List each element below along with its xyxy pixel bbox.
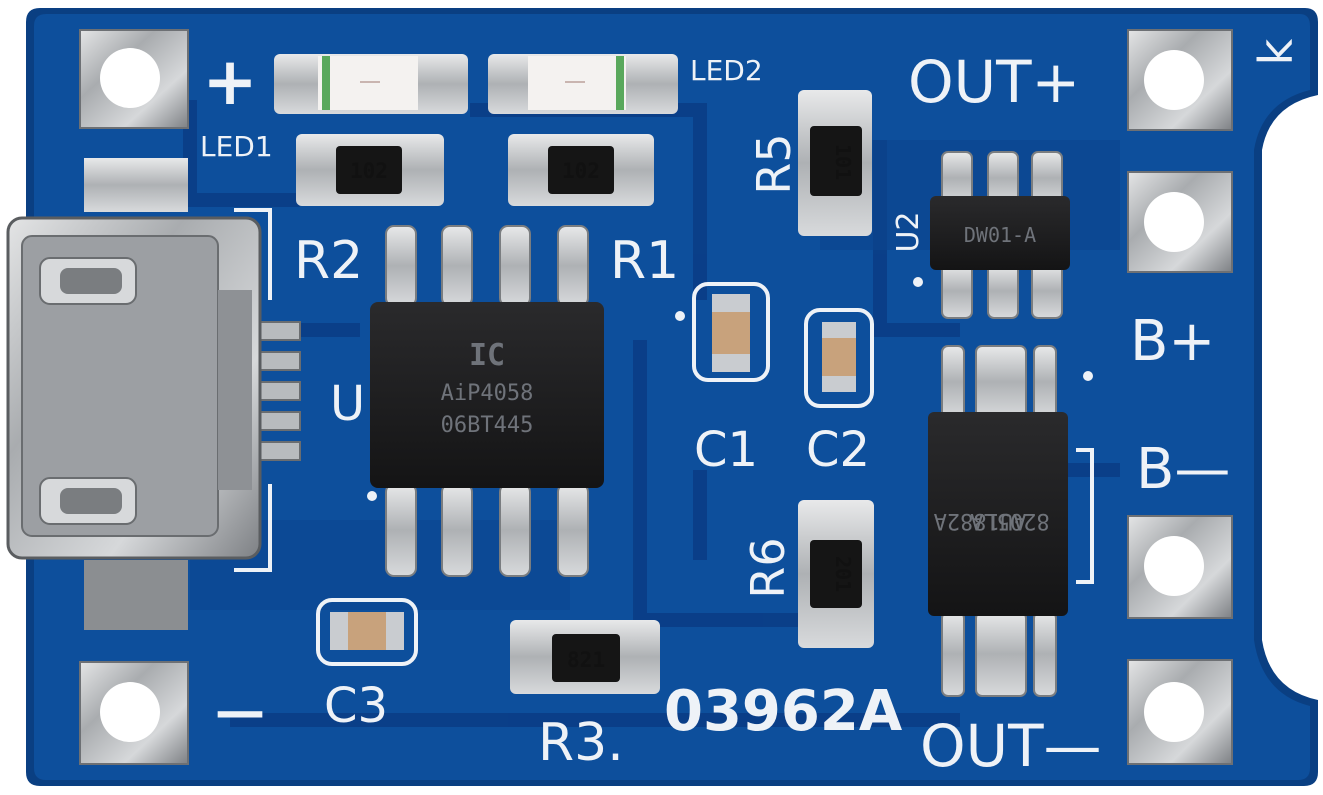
pad-out-minus xyxy=(1127,659,1233,765)
label-led1: LED1 xyxy=(200,130,273,163)
label-out-plus: OUT+ xyxy=(908,48,1080,116)
resistor-r6: 201 xyxy=(798,500,874,648)
pad-minus xyxy=(79,661,189,765)
silk-dots xyxy=(367,277,1093,501)
resistor-r2: 102 xyxy=(296,134,444,206)
r5-code: 101 xyxy=(831,144,855,180)
r1-code: 102 xyxy=(562,159,600,183)
led1-component xyxy=(274,54,468,114)
pad-plus xyxy=(79,29,189,129)
label-led2: LED2 xyxy=(690,54,763,87)
label-r6: R6 xyxy=(741,537,795,598)
capacitor-c3 xyxy=(316,598,418,666)
pad-out-plus xyxy=(1127,29,1233,131)
label-c1: C1 xyxy=(694,422,758,478)
protector-marking: DW01-A xyxy=(964,223,1036,247)
mosfet-marking-2: AU1882A xyxy=(934,508,1027,533)
r3-code: 821 xyxy=(567,648,605,672)
label-k: k xyxy=(1249,38,1303,65)
silk-outlines xyxy=(234,208,1094,584)
capacitor-c1 xyxy=(692,282,770,382)
label-b-plus: B+ xyxy=(1130,309,1215,374)
label-r3: R3. xyxy=(538,713,624,773)
mosfet-ic: 8205LA AU1882A xyxy=(928,345,1068,697)
label-u2: U2 xyxy=(891,211,926,252)
resistor-r1: 102 xyxy=(508,134,654,206)
mosfet-marking-1: 8205LA xyxy=(970,508,1049,533)
label-r2: R2 xyxy=(294,231,363,291)
pad-b-plus xyxy=(1127,171,1233,273)
pad-b-minus xyxy=(1127,515,1233,619)
label-out-minus: OUT— xyxy=(920,712,1102,780)
usb-tab-bottom xyxy=(84,560,188,630)
label-u1: U xyxy=(330,376,365,432)
usb-tab-top xyxy=(84,158,188,212)
label-r1: R1 xyxy=(610,231,679,291)
label-r5: R5 xyxy=(747,133,801,194)
label-c2: C2 xyxy=(806,422,870,478)
resistor-r3: 821 xyxy=(510,620,660,694)
capacitor-c2 xyxy=(804,308,874,408)
led2-component xyxy=(488,54,678,114)
protection-ic-u2: DW01-A xyxy=(930,151,1070,319)
charger-logo: IC xyxy=(469,338,505,373)
charger-marking-1: AiP4058 xyxy=(441,381,534,406)
label-c3: C3 xyxy=(324,678,388,734)
r6-code: 201 xyxy=(831,556,855,592)
label-plus: + xyxy=(202,43,257,120)
charger-marking-2: 06BT445 xyxy=(441,413,534,438)
board-code: 03962A xyxy=(664,679,903,744)
label-b-minus: B— xyxy=(1136,437,1230,502)
resistor-r5: 101 xyxy=(798,90,872,236)
charger-ic-u1: IC AiP4058 06BT445 xyxy=(370,225,604,577)
r2-code: 102 xyxy=(350,159,388,183)
label-minus: — xyxy=(215,682,265,740)
micro-usb-connector xyxy=(6,216,262,560)
